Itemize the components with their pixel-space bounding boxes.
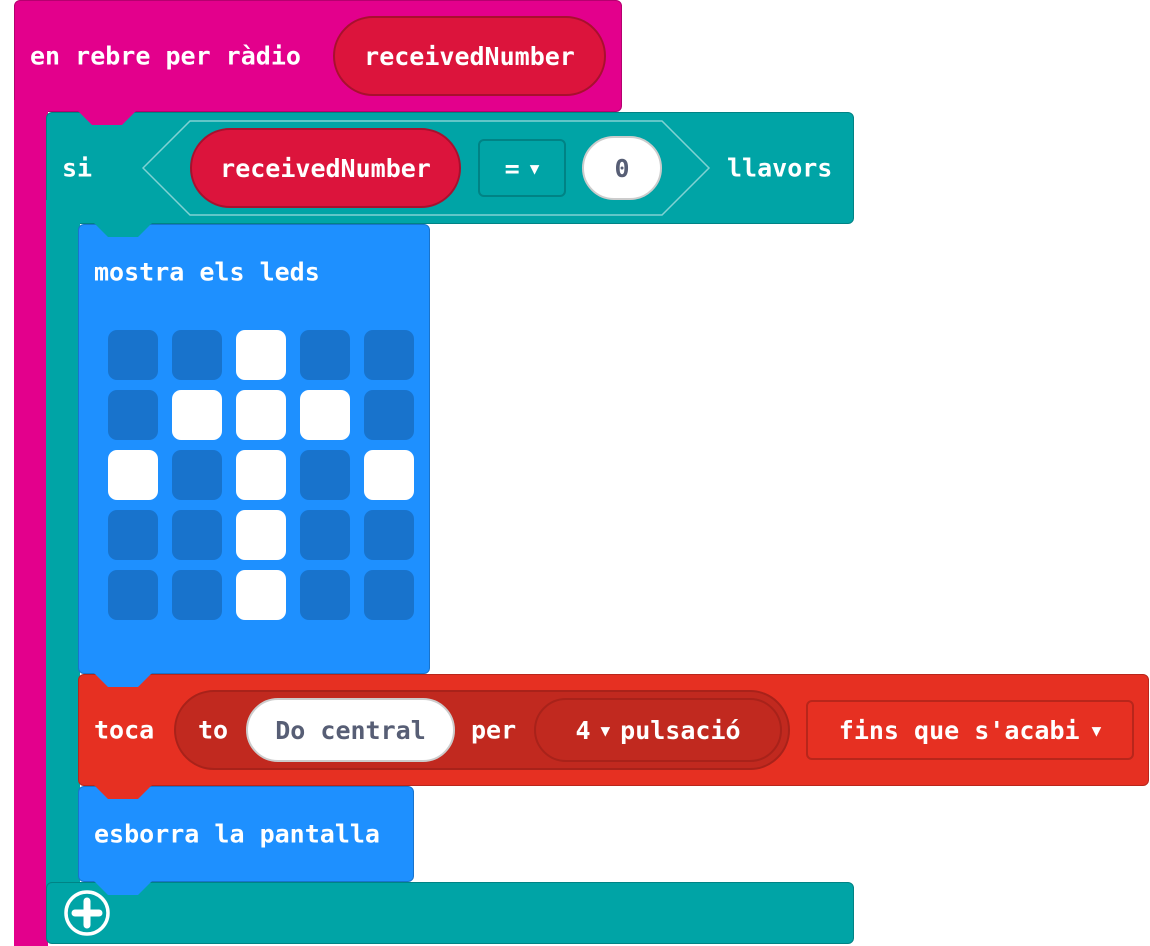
led-cell[interactable] (108, 390, 158, 440)
note-field[interactable]: Do central (246, 698, 455, 762)
led-cell[interactable] (300, 450, 350, 500)
play-mode-dropdown[interactable]: fins que s'acabi ▼ (806, 700, 1134, 760)
led-cell[interactable] (172, 450, 222, 500)
footer-notch (94, 881, 152, 895)
led-cell[interactable] (108, 510, 158, 560)
condition-left-variable[interactable]: receivedNumber (190, 128, 461, 208)
beats-dropdown[interactable]: 4 ▼ pulsació (534, 698, 782, 762)
led-cell[interactable] (108, 450, 158, 500)
chevron-down-icon: ▼ (1091, 720, 1102, 740)
operator-value: = (504, 153, 520, 183)
received-number-param[interactable]: receivedNumber (333, 16, 606, 96)
led-cell[interactable] (108, 330, 158, 380)
operator-dropdown[interactable]: = ▼ (478, 139, 566, 197)
show-leds-notch (94, 223, 152, 237)
plus-circle-icon[interactable] (63, 889, 111, 937)
led-cell[interactable] (236, 570, 286, 620)
led-cell[interactable] (172, 510, 222, 560)
beats-value: 4 (575, 715, 591, 745)
chevron-down-icon: ▼ (529, 158, 540, 178)
led-cell[interactable] (364, 330, 414, 380)
if-label: si (62, 153, 93, 183)
led-cell[interactable] (172, 390, 222, 440)
led-cell[interactable] (236, 510, 286, 560)
to-label: to (198, 715, 229, 745)
led-cell[interactable] (364, 390, 414, 440)
condition-right-value[interactable]: 0 (582, 136, 662, 200)
led-cell[interactable] (172, 570, 222, 620)
led-cell[interactable] (364, 450, 414, 500)
beats-unit: pulsació (620, 715, 741, 745)
led-cell[interactable] (300, 390, 350, 440)
led-cell[interactable] (364, 510, 414, 560)
play-tone-label: toca (94, 715, 155, 745)
led-cell[interactable] (300, 570, 350, 620)
clear-screen-label: esborra la pantalla (94, 819, 380, 849)
event-label: en rebre per ràdio (30, 41, 301, 71)
radio-event-spine (14, 100, 48, 946)
led-cell[interactable] (236, 450, 286, 500)
play-tone-notch (94, 673, 152, 687)
led-cell[interactable] (108, 570, 158, 620)
if-notch (78, 111, 136, 125)
per-label: per (471, 715, 517, 745)
then-label: llavors (727, 153, 833, 183)
chevron-down-icon: ▼ (600, 720, 611, 740)
show-leds-label: mostra els leds (94, 257, 320, 287)
led-cell[interactable] (300, 510, 350, 560)
led-cell[interactable] (236, 330, 286, 380)
led-cell[interactable] (172, 330, 222, 380)
led-cell[interactable] (364, 570, 414, 620)
play-mode-value: fins que s'acabi (838, 715, 1080, 745)
if-spine (46, 200, 80, 900)
led-cell[interactable] (236, 390, 286, 440)
clear-screen-block[interactable] (78, 786, 414, 882)
clear-screen-notch (94, 785, 152, 799)
if-block-footer (46, 882, 854, 944)
led-cell[interactable] (300, 330, 350, 380)
